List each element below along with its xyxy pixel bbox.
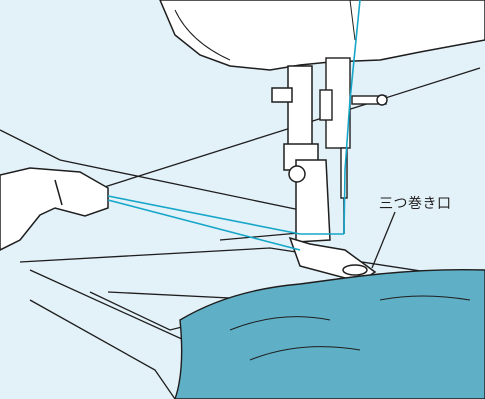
- callout-label: 三つ巻き口: [379, 193, 452, 213]
